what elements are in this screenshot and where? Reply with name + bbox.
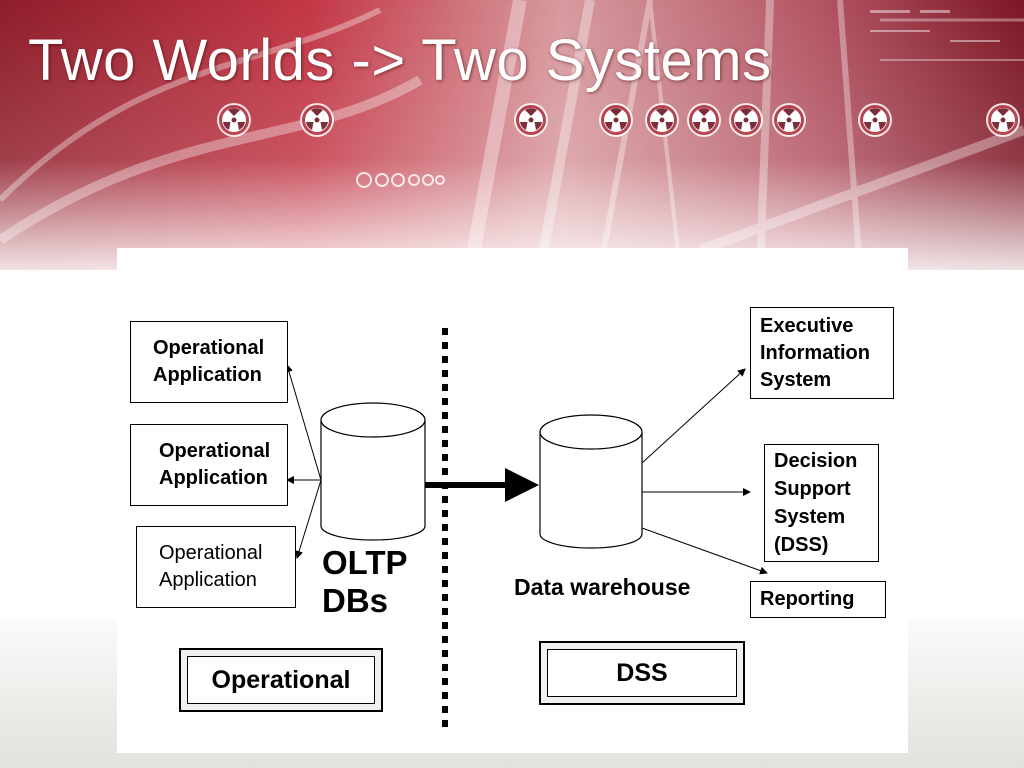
dss-section-label: DSS	[539, 641, 745, 705]
decision-support-system-box: Decision Support System (DSS)	[764, 444, 879, 562]
operational-application-box-2: Operational Application	[130, 424, 288, 506]
oltp-dbs-label: OLTP DBs	[322, 544, 408, 619]
operational-application-box-1: Operational Application	[130, 321, 288, 403]
etl-arrow	[425, 468, 539, 502]
oltp-to-app-arrows	[285, 364, 322, 559]
data-warehouse-label: Data warehouse	[514, 574, 691, 600]
diagram-panel: Operational Application Operational Appl…	[117, 248, 908, 753]
operational-application-box-3: Operational Application	[136, 526, 296, 608]
operational-section-text: Operational	[187, 656, 375, 704]
slide-title: Two Worlds -> Two Systems	[28, 28, 772, 93]
operational-application-label: Operational Application	[159, 440, 271, 489]
operational-section-label: Operational	[179, 648, 383, 712]
executive-information-system-box: Executive Information System	[750, 307, 894, 399]
dss-section-text: DSS	[547, 649, 737, 697]
oltp-database-cylinder	[320, 402, 426, 541]
data-warehouse-cylinder	[539, 414, 643, 549]
output-label: Reporting	[760, 588, 855, 610]
reporting-box: Reporting	[750, 581, 886, 618]
operational-application-label: Operational Application	[159, 542, 263, 591]
operational-application-label: Operational Application	[153, 337, 265, 386]
output-label: Executive Information System	[760, 314, 870, 391]
warehouse-to-output-arrows	[641, 368, 768, 575]
diagram-connectors	[285, 328, 768, 734]
output-label: Decision Support System (DSS)	[774, 450, 858, 556]
